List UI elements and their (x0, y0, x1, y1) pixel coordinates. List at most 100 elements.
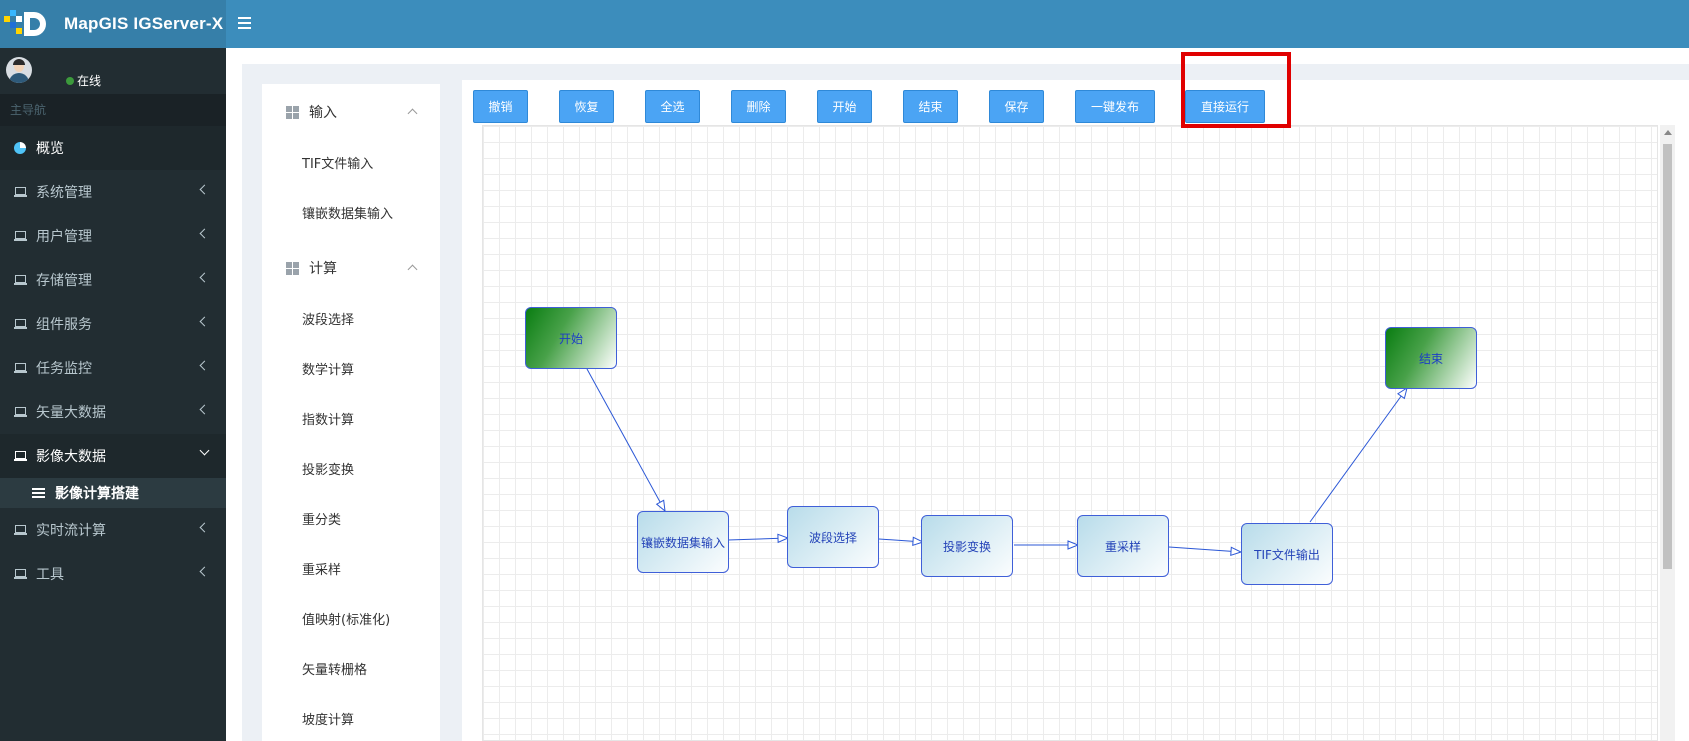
chevron-left-icon (199, 228, 210, 239)
category-input[interactable]: 输入 (262, 84, 440, 140)
tool-item[interactable]: 指数计算 (302, 413, 355, 428)
sidebar-item-label: 矢量大数据 (36, 405, 106, 421)
sidebar-item-imagery[interactable]: 影像大数据 (0, 434, 226, 478)
tool-item[interactable]: 坡度计算 (302, 713, 355, 728)
canvas-container: 开始 镶嵌数据集输入 波段选择 投影变换 重采样 TIF文件输出 结束 (482, 125, 1675, 741)
publish-button[interactable]: 一键发布 (1075, 90, 1155, 123)
tool-item[interactable]: TIF文件输入 (302, 157, 374, 172)
flow-node-mosaic-input[interactable]: 镶嵌数据集输入 (637, 511, 729, 573)
category-label: 输入 (309, 105, 337, 121)
start-node-button[interactable]: 开始 (817, 90, 872, 123)
sidebar-item-tools[interactable]: 工具 (0, 552, 226, 596)
highlight-box (1181, 52, 1291, 128)
user-status: 在线 (66, 72, 101, 89)
logo-area: MapGIS IGServer-X (0, 0, 226, 48)
flow-edge (1168, 546, 1241, 552)
flow-edge (586, 368, 665, 511)
tool-item[interactable]: 数学计算 (302, 363, 355, 378)
sidebar-item-overview[interactable]: 概览 (0, 126, 226, 170)
chevron-left-icon (199, 360, 210, 371)
laptop-icon (14, 275, 27, 285)
flow-node-end[interactable]: 结束 (1385, 327, 1477, 389)
tool-item[interactable]: 重分类 (302, 513, 342, 528)
flow-canvas[interactable]: 开始 镶嵌数据集输入 波段选择 投影变换 重采样 TIF文件输出 结束 (482, 125, 1658, 741)
tool-item[interactable]: 波段选择 (302, 313, 355, 328)
sidebar-subitem-image-compute[interactable]: 影像计算搭建 (0, 478, 226, 508)
flow-edges (586, 368, 1659, 741)
chevron-left-icon (199, 184, 210, 195)
flow-node-resample[interactable]: 重采样 (1077, 515, 1169, 577)
category-compute[interactable]: 计算 (262, 240, 440, 296)
online-dot-icon (66, 76, 74, 85)
nav-header: 主导航 (0, 94, 226, 126)
hamburger-menu-icon[interactable] (238, 14, 256, 34)
laptop-icon (14, 407, 27, 417)
scroll-thumb[interactable] (1663, 144, 1672, 569)
tool-item[interactable]: 值映射(标准化) (302, 613, 391, 628)
tool-item[interactable]: 投影变换 (302, 463, 355, 478)
redo-button[interactable]: 恢复 (559, 90, 614, 123)
chevron-left-icon (199, 522, 210, 533)
app-title: MapGIS IGServer-X (64, 14, 224, 33)
sidebar-item-label: 工具 (36, 567, 64, 583)
sidebar: 在线 主导航 概览 系统管理 用户管理 存储管理 组件服务 任务监控 矢量大数据… (0, 48, 226, 741)
laptop-icon (14, 231, 27, 241)
list-icon (32, 488, 45, 498)
sidebar-item-components[interactable]: 组件服务 (0, 302, 226, 346)
sidebar-item-label: 实时流计算 (36, 523, 106, 539)
chevron-left-icon (199, 272, 210, 283)
sidebar-item-users[interactable]: 用户管理 (0, 214, 226, 258)
user-panel: 在线 (0, 48, 226, 94)
chevron-down-icon (199, 445, 210, 456)
flow-edge (727, 538, 788, 540)
sidebar-item-tasks[interactable]: 任务监控 (0, 346, 226, 390)
select-all-button[interactable]: 全选 (645, 90, 700, 123)
canvas-scrollbar[interactable] (1660, 125, 1675, 741)
laptop-icon (14, 451, 27, 461)
laptop-icon (14, 363, 27, 373)
sidebar-item-label: 系统管理 (36, 185, 92, 201)
sidebar-item-label: 组件服务 (36, 317, 92, 333)
top-header: MapGIS IGServer-X (0, 0, 1689, 48)
sidebar-item-label: 用户管理 (36, 229, 92, 245)
sidebar-item-realtime[interactable]: 实时流计算 (0, 508, 226, 552)
avatar[interactable] (6, 57, 32, 83)
flow-edge (1309, 388, 1407, 523)
grid-icon (286, 261, 299, 275)
pie-chart-icon (14, 142, 26, 154)
laptop-icon (14, 525, 27, 535)
undo-button[interactable]: 撤销 (473, 90, 528, 123)
chevron-left-icon (199, 316, 210, 327)
flow-node-band-select[interactable]: 波段选择 (787, 506, 879, 568)
chevron-up-icon (407, 108, 418, 119)
grid-icon (286, 105, 299, 119)
editor-toolbar: 撤销 恢复 全选 删除 开始 结束 保存 一键发布 直接运行 (462, 80, 1689, 150)
tool-item[interactable]: 重采样 (302, 563, 342, 578)
chevron-left-icon (199, 566, 210, 577)
flow-edge (878, 539, 923, 542)
chevron-left-icon (199, 404, 210, 415)
sidebar-item-label: 存储管理 (36, 273, 92, 289)
flow-node-projection[interactable]: 投影变换 (921, 515, 1013, 577)
tool-item[interactable]: 矢量转栅格 (302, 663, 368, 678)
scroll-up-icon[interactable] (1664, 130, 1672, 135)
sidebar-item-storage[interactable]: 存储管理 (0, 258, 226, 302)
laptop-icon (14, 569, 27, 579)
end-node-button[interactable]: 结束 (903, 90, 958, 123)
sidebar-item-label: 概览 (36, 141, 64, 157)
sidebar-item-label: 任务监控 (36, 361, 92, 377)
laptop-icon (14, 319, 27, 329)
tool-item[interactable]: 镶嵌数据集输入 (302, 207, 394, 222)
flow-node-tif-output[interactable]: TIF文件输出 (1241, 523, 1333, 585)
logo-icon (0, 0, 52, 48)
laptop-icon (14, 187, 27, 197)
delete-button[interactable]: 删除 (731, 90, 786, 123)
sidebar-subitem-label: 影像计算搭建 (55, 486, 139, 502)
sidebar-item-label: 影像大数据 (36, 449, 106, 465)
status-label: 在线 (77, 74, 102, 88)
sidebar-item-vector[interactable]: 矢量大数据 (0, 390, 226, 434)
save-button[interactable]: 保存 (989, 90, 1044, 123)
run-button[interactable]: 直接运行 (1185, 90, 1265, 123)
sidebar-item-system[interactable]: 系统管理 (0, 170, 226, 214)
flow-node-start[interactable]: 开始 (525, 307, 617, 369)
